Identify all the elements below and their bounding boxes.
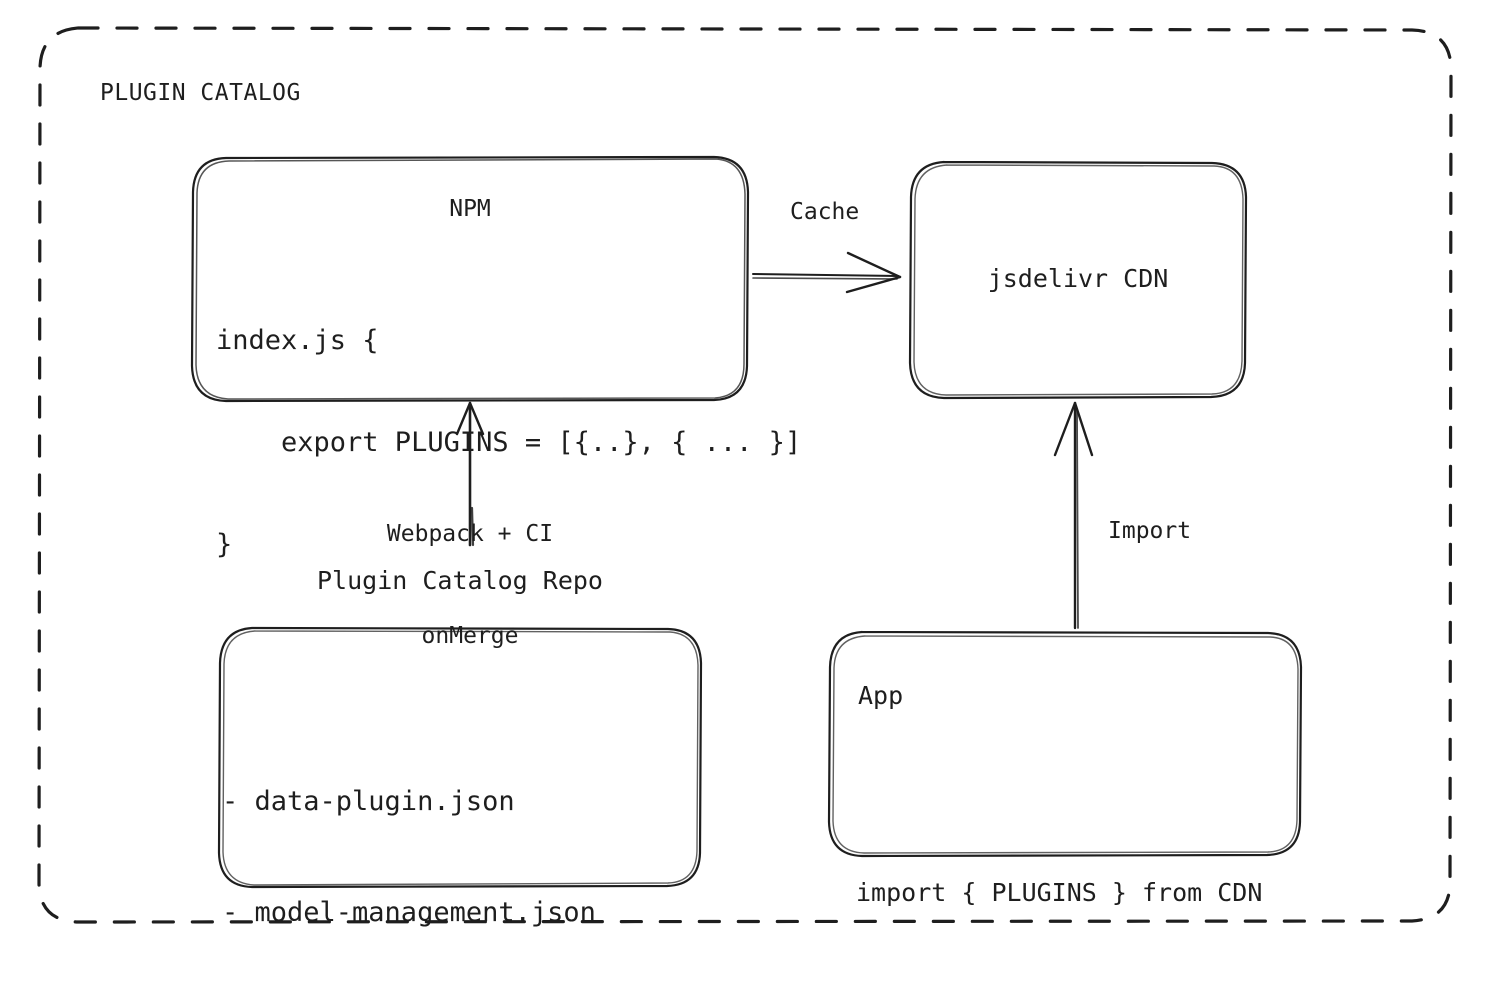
cdn-node-title: jsdelivr CDN bbox=[987, 264, 1169, 293]
build-edge-label: Webpack + CI onMerge bbox=[288, 449, 652, 721]
group-title: PLUGIN CATALOG bbox=[100, 80, 301, 106]
repo-list-item: - model-management.json bbox=[222, 897, 596, 928]
app-code-block: import { PLUGINS } from CDN PLUGINS.forE… bbox=[856, 738, 1262, 1002]
repo-list-item: - data-plugin.json bbox=[222, 786, 515, 817]
npm-node-title: NPM bbox=[449, 196, 491, 222]
repo-node-caption: Plugin Catalog Repo bbox=[317, 566, 603, 595]
npm-code-line: index.js { bbox=[216, 325, 379, 356]
app-node-title: App bbox=[858, 681, 904, 710]
build-edge-label-line1: Webpack + CI bbox=[386, 521, 554, 547]
app-code-line: import { PLUGINS } from CDN bbox=[856, 878, 1263, 907]
import-edge-label: Import bbox=[1108, 518, 1192, 544]
npm-code-line: } bbox=[216, 529, 233, 560]
build-edge-label-line2: onMerge bbox=[421, 623, 519, 649]
import-arrow bbox=[1053, 401, 1094, 630]
repo-file-list: - data-plugin.json - model-management.js… bbox=[222, 709, 596, 1002]
cache-edge-label: Cache bbox=[790, 199, 860, 225]
npm-code-block: index.js { export PLUGINS = [{..}, { ...… bbox=[216, 256, 801, 630]
npm-code-line: export PLUGINS = [{..}, { ... }] bbox=[216, 427, 802, 458]
